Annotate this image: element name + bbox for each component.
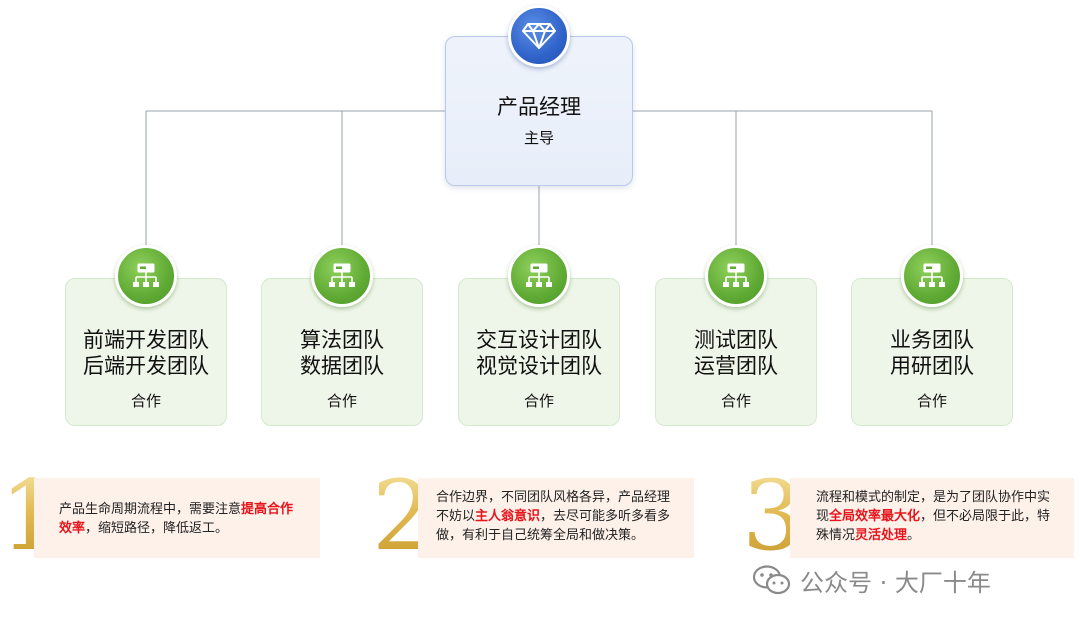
org-chart-icon — [705, 245, 767, 307]
team-name-line2: 数据团队 — [300, 354, 384, 378]
org-chart-icon — [508, 245, 570, 307]
team-name-line1: 测试团队 — [694, 328, 778, 352]
note-3: 流程和模式的制定，是为了团队协作中实现全局效率最大化，但不必局限于此，特殊情况灵… — [790, 478, 1074, 558]
org-chart-icon — [311, 245, 373, 307]
wechat-icon — [752, 565, 791, 595]
team-tag: 合作 — [326, 392, 357, 410]
team-name-line2: 后端开发团队 — [83, 354, 209, 378]
note-text-segment: 流程和模式的制定，是为了团队协作中实现 — [816, 490, 1051, 524]
leader-role: 主导 — [523, 129, 554, 147]
team-name-line1: 算法团队 — [300, 328, 384, 352]
leader-card: 产品经理 主导 — [445, 36, 633, 186]
watermark-text: 公众号 · 大厂十年 — [800, 568, 991, 597]
leader-title: 产品经理 — [497, 95, 581, 119]
highlight-text: 灵活处理 — [855, 528, 908, 543]
note-1: 产品生命周期流程中，需要注意提高合作效率，缩短路径，降低返工。 — [34, 478, 320, 558]
org-chart-icon — [115, 245, 177, 307]
note-text-segment: ，去尽可能多听多看多做，有利于自己统筹全局和做决策。 — [436, 509, 671, 543]
team-name-line1: 前端开发团队 — [83, 328, 209, 352]
note-text-segment: ，但不必局限于此，特殊情况 — [816, 509, 1051, 543]
highlight-text: 提高合作效率 — [59, 502, 294, 536]
team-name-line2: 视觉设计团队 — [476, 354, 602, 378]
org-chart-icon — [901, 245, 963, 307]
team-tag: 合作 — [130, 392, 161, 410]
team-name-line2: 用研团队 — [890, 354, 974, 378]
highlight-text: 主人翁意识 — [475, 509, 541, 524]
note-text-segment: ，缩短路径，降低返工。 — [85, 521, 229, 536]
note-text-segment: 合作边界，不同团队风格各异，产品经理不妨以 — [436, 490, 671, 524]
watermark: 公众号 · 大厂十年 — [752, 562, 991, 598]
team-name-line1: 业务团队 — [890, 328, 974, 352]
team-name-line1: 交互设计团队 — [476, 328, 602, 352]
note-text-segment: 产品生命周期流程中，需要注意 — [59, 502, 242, 517]
team-tag: 合作 — [523, 392, 554, 410]
highlight-text: 全局效率最大化 — [829, 509, 921, 524]
note-text-segment: 。 — [907, 528, 921, 543]
team-tag: 合作 — [720, 392, 751, 410]
note-2: 合作边界，不同团队风格各异，产品经理不妨以主人翁意识，去尽可能多听多看多做，有利… — [418, 478, 694, 558]
team-tag: 合作 — [916, 392, 947, 410]
team-name-line2: 运营团队 — [694, 354, 778, 378]
diamond-icon — [508, 5, 570, 67]
note-1-text: 产品生命周期流程中，需要注意提高合作效率，缩短路径，降低返工。 — [59, 502, 293, 536]
note-2-text: 合作边界，不同团队风格各异，产品经理不妨以主人翁意识，去尽可能多听多看多做，有利… — [436, 490, 670, 543]
note-3-text: 流程和模式的制定，是为了团队协作中实现全局效率最大化，但不必局限于此，特殊情况灵… — [816, 490, 1050, 543]
